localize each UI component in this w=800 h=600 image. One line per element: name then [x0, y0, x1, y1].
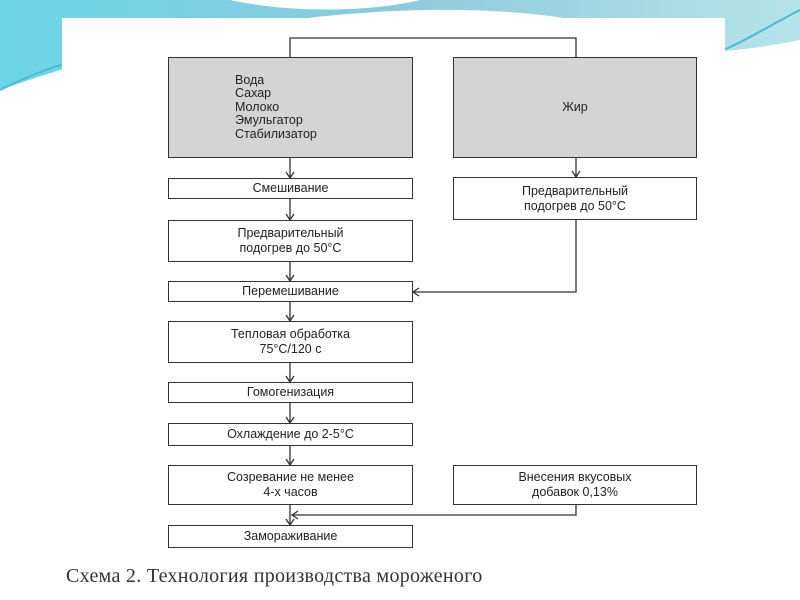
step-label: Тепловая обработка	[230, 327, 350, 341]
diagram-caption: Схема 2. Технология производства морожен…	[66, 565, 483, 587]
step-freezing: Замораживание	[168, 525, 413, 548]
step-label: Гомогенизация	[246, 385, 335, 399]
step-label: Замораживание	[243, 529, 338, 543]
ingredients-box: Вода Сахар Молоко Эмульгатор Стабилизато…	[168, 57, 413, 158]
ingredient: Эмульгатор	[235, 113, 303, 128]
step-label: Смешивание	[252, 181, 329, 195]
ingredient: Сахар	[235, 86, 272, 101]
step-preheat: Предварительный подогрев до 50°С	[168, 220, 413, 262]
step-homogenization: Гомогенизация	[168, 382, 413, 403]
ingredient: Вода	[235, 72, 265, 87]
step-label: Охлаждение до 2-5°С	[227, 427, 354, 441]
step-fat-preheat: Предварительный подогрев до 50°С	[453, 177, 697, 220]
step-remixing: Перемешивание	[168, 281, 413, 302]
step-label: Перемешивание	[242, 284, 339, 298]
step-label: Внесения вкусовых	[518, 470, 632, 484]
step-label: Предварительный	[521, 183, 629, 198]
step-mixing: Смешивание	[168, 178, 413, 199]
step-maturation: Созревание не менее 4-х часов	[168, 465, 413, 505]
step-cooling: Охлаждение до 2-5°С	[168, 423, 413, 446]
step-label: подогрев до 50°С	[239, 241, 342, 255]
step-label: 4-х часов	[263, 485, 318, 499]
step-label: 75°С/120 с	[259, 342, 322, 356]
fat-label: Жир	[562, 100, 588, 114]
step-label: добавок 0,13%	[532, 485, 618, 499]
step-flavors: Внесения вкусовых добавок 0,13%	[453, 465, 697, 505]
step-label: Созревание не менее	[227, 470, 354, 484]
step-label: Предварительный	[237, 226, 344, 240]
fat-box: Жир	[453, 57, 697, 158]
ingredient: Стабилизатор	[235, 126, 317, 141]
step-heat-treatment: Тепловая обработка 75°С/120 с	[168, 321, 413, 363]
ingredient: Молоко	[235, 99, 280, 114]
step-label: подогрев до 50°С	[524, 198, 626, 213]
